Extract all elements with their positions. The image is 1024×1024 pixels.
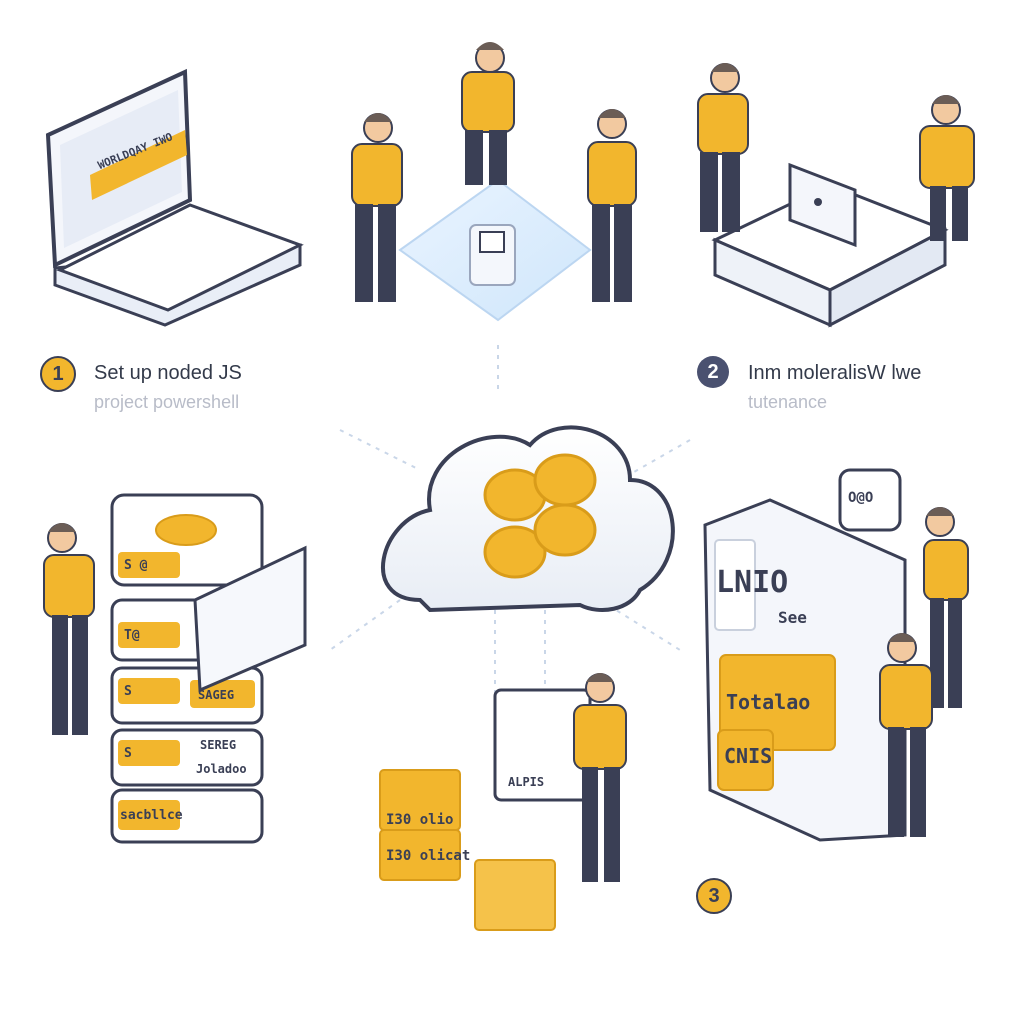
cloud bbox=[381, 425, 675, 613]
panel-title: LNIO bbox=[716, 565, 789, 600]
person-desk-left bbox=[697, 63, 749, 232]
panel-side-text: See bbox=[778, 608, 807, 627]
step-3-badge: 3 bbox=[696, 878, 732, 914]
box-label-1: I30 olio bbox=[386, 812, 454, 828]
step-1-subtitle: project powershell bbox=[94, 392, 240, 412]
person-bottom bbox=[573, 673, 627, 882]
person-top-left bbox=[351, 113, 403, 302]
panel-tag-1: Totalao bbox=[726, 690, 811, 714]
laptop bbox=[45, 68, 304, 327]
box-label-2: I30 olicat bbox=[386, 848, 471, 864]
card-label: ALPIS bbox=[508, 775, 545, 789]
dashboard-panel bbox=[703, 468, 907, 842]
stack-label-1: S @ bbox=[124, 558, 148, 573]
step-2-subtitle: tutenance bbox=[748, 392, 828, 412]
server-stack bbox=[110, 493, 307, 844]
step-2-title: Inm moleralisW lwe bbox=[748, 362, 922, 384]
person-right-top bbox=[923, 507, 969, 708]
connector-lines bbox=[329, 345, 691, 700]
bubble-text: O@O bbox=[848, 490, 874, 506]
stack-side-label-1: SEREG bbox=[200, 738, 237, 752]
person-top-right bbox=[587, 109, 637, 302]
step-1-title: Set up noded JS bbox=[94, 362, 242, 384]
person-top-center bbox=[461, 42, 515, 185]
person-desk-right bbox=[919, 95, 975, 241]
stack-label-bottom: sacbllce bbox=[120, 808, 183, 823]
person-right-front bbox=[879, 633, 933, 837]
person-left bbox=[43, 523, 95, 735]
step-2-badge: 2 bbox=[697, 356, 729, 388]
platform bbox=[398, 178, 592, 322]
stack-label-4: S bbox=[124, 746, 132, 761]
stack-label-3: S bbox=[124, 684, 132, 699]
step-1-badge: 1 bbox=[40, 356, 76, 392]
panel-tag-2: CNIS bbox=[724, 744, 773, 768]
desk bbox=[711, 162, 949, 328]
boxes bbox=[379, 688, 592, 931]
stack-label-2: T@ bbox=[124, 628, 140, 643]
stack-side-label-2: Joladoo bbox=[196, 762, 247, 776]
cloud-logo bbox=[483, 453, 597, 579]
stack-label-3-tag: SAGEG bbox=[198, 688, 235, 702]
